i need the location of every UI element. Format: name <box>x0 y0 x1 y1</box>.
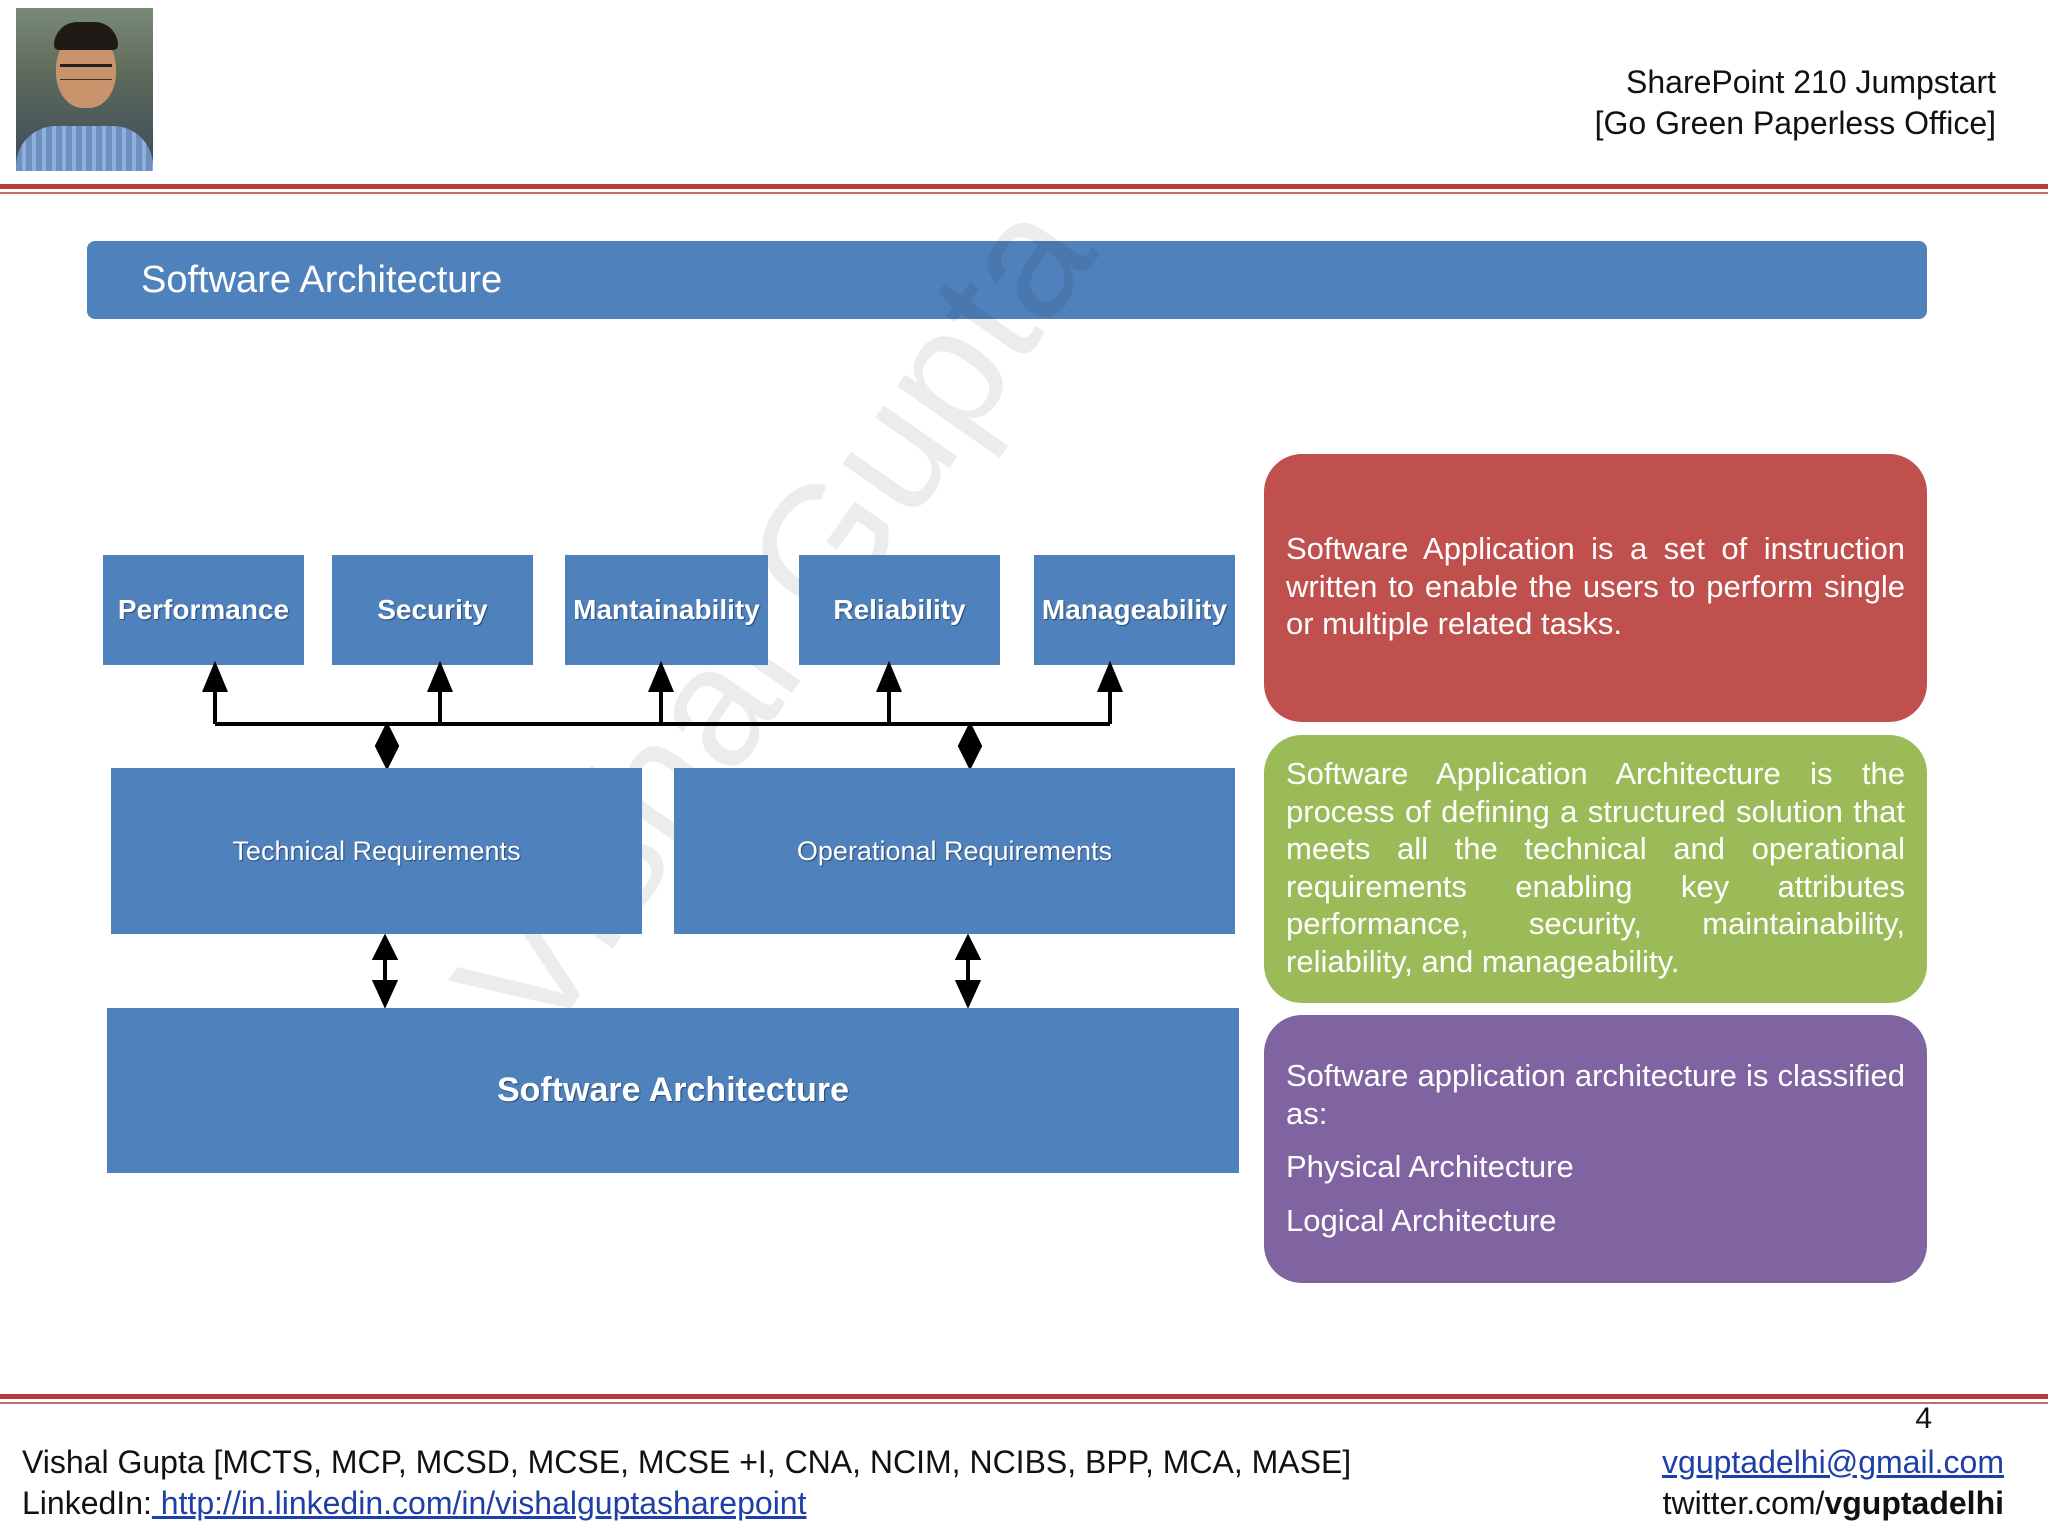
attribute-box-manageability: Manageability <box>1034 555 1235 665</box>
email-link[interactable]: vguptadelhi@gmail.com <box>1662 1444 2004 1480</box>
footer-rule <box>0 1394 2048 1399</box>
header-rule <box>0 184 2048 189</box>
author-credentials: Vishal Gupta [MCTS, MCP, MCSD, MCSE, MCS… <box>22 1444 1352 1480</box>
attribute-box-security: Security <box>332 555 533 665</box>
attribute-box-performance: Performance <box>103 555 304 665</box>
software-architecture-label: Software Architecture <box>496 1071 850 1109</box>
page-number: 4 <box>1915 1402 1932 1435</box>
classification-card: Software application architecture is cla… <box>1264 1015 1927 1283</box>
header-title-line1: SharePoint 210 Jumpstart <box>1626 64 1996 100</box>
card-text: Software Application is a set of instruc… <box>1286 531 1905 641</box>
attribute-label: Manageability <box>1041 594 1228 625</box>
twitter-handle: vguptadelhi <box>1824 1485 2004 1521</box>
header-title-line2: [Go Green Paperless Office] <box>1594 105 1996 141</box>
header-rule-thin <box>0 192 2048 194</box>
section-title: Software Architecture <box>141 259 503 301</box>
footer-contact-block: vguptadelhi@gmail.com twitter.com/vgupta… <box>1662 1442 2004 1524</box>
attribute-box-reliability: Reliability <box>799 555 1000 665</box>
attribute-label: Reliability <box>833 594 966 625</box>
card-text: Software Application Architecture is the… <box>1286 756 1905 979</box>
linkedin-link[interactable]: http://in.linkedin.com/in/vishalguptasha… <box>151 1485 807 1521</box>
attribute-box-maintainability: Mantainability <box>565 555 768 665</box>
definition-card-application: Software Application is a set of instruc… <box>1264 454 1927 722</box>
card-text: Software application architecture is cla… <box>1286 1058 1905 1131</box>
technical-requirements-box: Technical Requirements <box>111 768 642 934</box>
twitter-prefix: twitter.com/ <box>1662 1485 1825 1521</box>
software-architecture-box: Software Architecture <box>107 1008 1239 1173</box>
definition-card-architecture: Software Application Architecture is the… <box>1264 735 1927 1003</box>
header-title: SharePoint 210 Jumpstart [Go Green Paper… <box>1595 62 1996 144</box>
attribute-label: Security <box>377 594 488 625</box>
classification-item-logical: Logical Architecture <box>1286 1202 1557 1238</box>
twitter-line: twitter.com/vguptadelhi <box>1662 1483 2004 1524</box>
author-photo <box>16 8 153 171</box>
linkedin-line: LinkedIn: http://in.linkedin.com/in/vish… <box>22 1483 1351 1524</box>
attribute-label: Mantainability <box>573 594 760 625</box>
classification-item-physical: Physical Architecture <box>1286 1149 1574 1184</box>
footer-author-block: Vishal Gupta [MCTS, MCP, MCSD, MCSE, MCS… <box>22 1442 1351 1524</box>
attribute-label: Performance <box>117 594 290 625</box>
operational-requirements-label: Operational Requirements <box>796 835 1113 866</box>
technical-requirements-label: Technical Requirements <box>232 835 521 866</box>
linkedin-label: LinkedIn: <box>22 1485 152 1521</box>
section-title-bar: Software Architecture <box>87 241 1927 319</box>
operational-requirements-box: Operational Requirements <box>674 768 1235 934</box>
footer-rule-thin <box>0 1402 2048 1404</box>
